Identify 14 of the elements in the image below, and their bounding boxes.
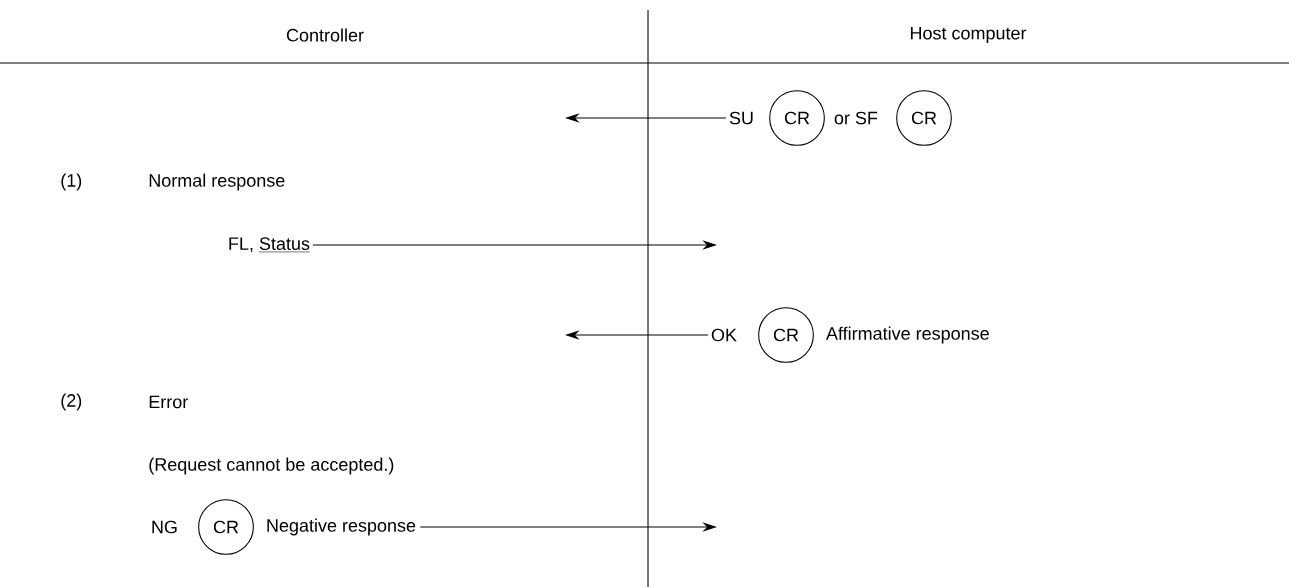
message-text: or SF (834, 111, 878, 125)
message-text: Affirmative response (826, 326, 989, 344)
label-text: Controller (286, 28, 364, 42)
message-text: NG (152, 520, 177, 534)
message-text: FL, Status (229, 237, 311, 253)
message-text: OK (711, 328, 737, 342)
label-text: Host computer (910, 26, 1027, 44)
message-text: SU (729, 111, 753, 125)
label-text: (Request cannot be accepted.) (149, 457, 394, 475)
label-text: Normal response (149, 173, 285, 191)
message-text: Negative response (267, 518, 416, 536)
label-text: (2) (61, 393, 82, 411)
label-text: (1) (61, 173, 82, 191)
label-text: Error (149, 395, 188, 409)
